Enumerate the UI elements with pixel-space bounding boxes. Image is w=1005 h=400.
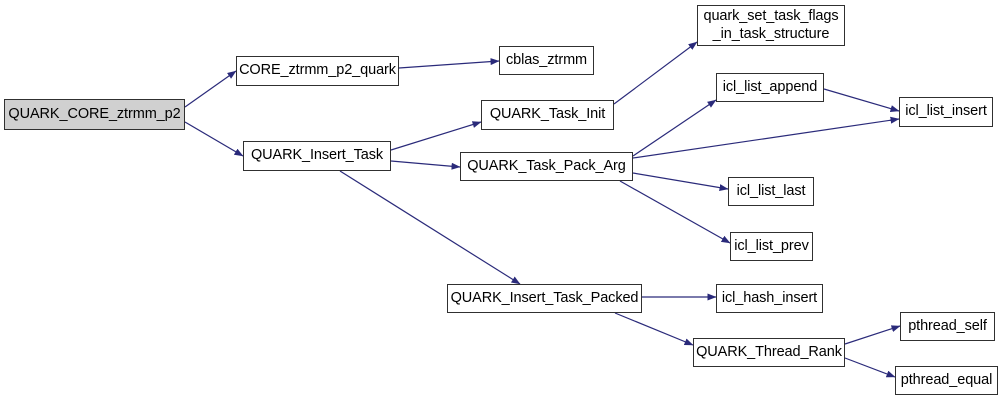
graph-edge-quark_task_pack_arg-to-icl_list_prev [619, 180, 731, 244]
graph-node-icl_list_prev[interactable]: icl_list_prev [730, 232, 813, 261]
graph-node-quark_core_ztrmm_p2[interactable]: QUARK_CORE_ztrmm_p2 [4, 99, 185, 130]
graph-node-quark_task_pack_arg[interactable]: QUARK_Task_Pack_Arg [460, 152, 633, 181]
graph-node-quark_thread_rank[interactable]: QUARK_Thread_Rank [693, 338, 845, 367]
graph-node-core_ztrmm_p2_quark[interactable]: CORE_ztrmm_p2_quark [236, 56, 399, 86]
graph-edge-quark_task_pack_arg-to-icl_list_insert [632, 116, 900, 159]
graph-edge-icl_list_append-to-icl_list_insert [823, 88, 900, 112]
graph-node-quark_insert_task[interactable]: QUARK_Insert_Task [243, 141, 391, 171]
graph-node-quark_set_task_flags[interactable]: quark_set_task_flags _in_task_structure [697, 5, 845, 46]
graph-node-pthread_equal[interactable]: pthread_equal [895, 366, 998, 395]
graph-node-cblas_ztrmm[interactable]: cblas_ztrmm [499, 46, 594, 75]
graph-node-quark_insert_task_packed[interactable]: QUARK_Insert_Task_Packed [447, 284, 642, 313]
graph-edge-quark_insert_task-to-quark_task_pack_arg [390, 160, 461, 170]
graph-node-icl_hash_insert[interactable]: icl_hash_insert [716, 284, 823, 313]
graph-edge-quark_task_pack_arg-to-icl_list_last [632, 172, 729, 192]
graph-edge-quark_insert_task-to-quark_insert_task_packed [339, 170, 521, 285]
graph-edge-quark_insert_task_packed-to-quark_thread_rank [614, 312, 694, 346]
graph-edge-quark_thread_rank-to-pthread_self [844, 325, 901, 345]
graph-edge-quark_task_init-to-quark_set_task_flags [613, 41, 698, 105]
graph-node-quark_task_init[interactable]: QUARK_Task_Init [481, 100, 614, 130]
graph-edge-quark_task_pack_arg-to-icl_list_append [632, 99, 717, 157]
graph-edge-quark_core_ztrmm_p2-to-quark_insert_task [184, 121, 244, 157]
graph-edge-quark_core_ztrmm_p2-to-core_ztrmm_p2_quark [184, 70, 237, 108]
graph-edge-quark_thread_rank-to-pthread_equal [844, 357, 896, 378]
graph-edge-quark_insert_task-to-quark_task_init [390, 121, 482, 151]
graph-node-icl_list_insert[interactable]: icl_list_insert [899, 97, 993, 127]
graph-node-icl_list_last[interactable]: icl_list_last [728, 177, 814, 206]
graph-edge-core_ztrmm_p2_quark-to-cblas_ztrmm [398, 58, 500, 69]
graph-node-icl_list_append[interactable]: icl_list_append [716, 73, 824, 102]
graph-node-pthread_self[interactable]: pthread_self [900, 312, 995, 341]
